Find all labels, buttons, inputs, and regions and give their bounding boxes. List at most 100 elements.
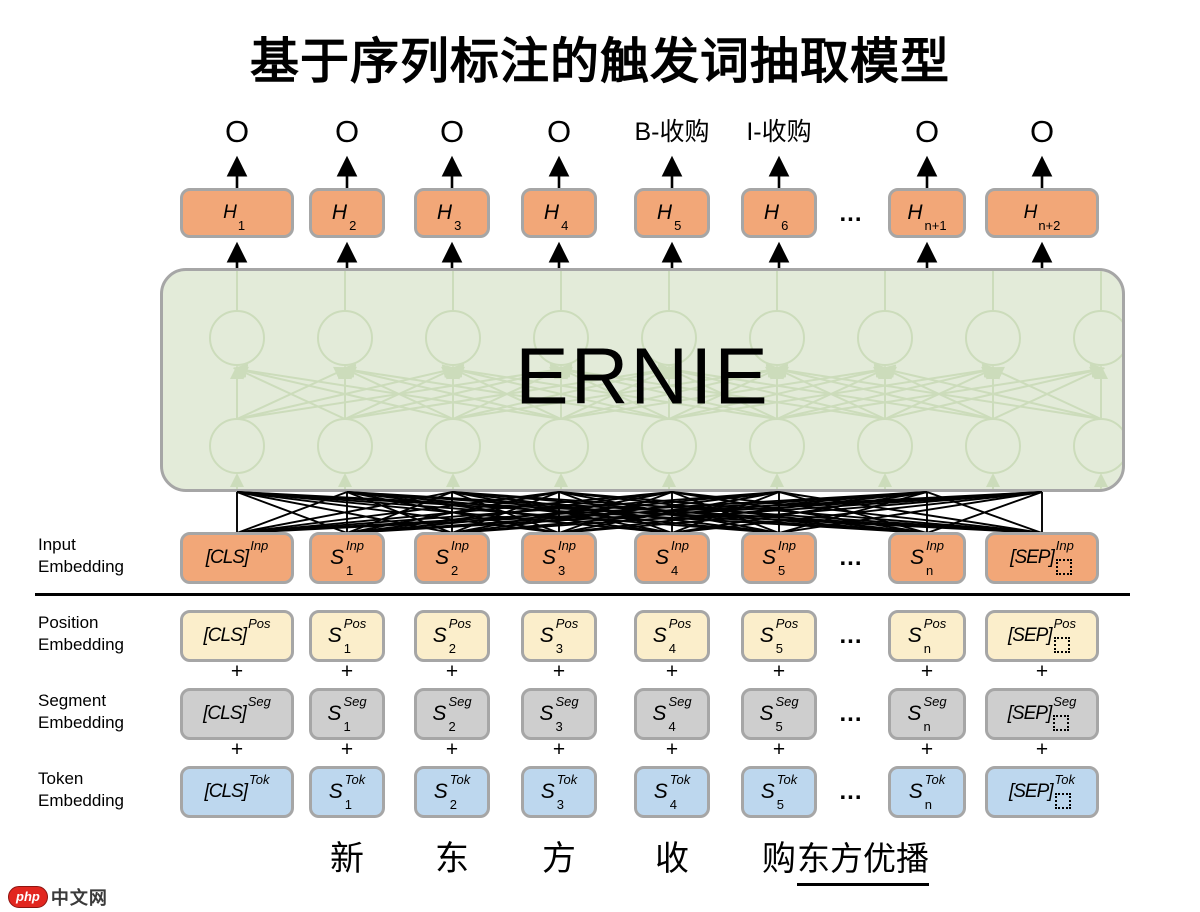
ellipsis: ... — [839, 700, 863, 727]
dotted-square-icon — [1053, 637, 1070, 653]
ernie-encoder-block: ERNIE — [160, 268, 1125, 492]
dotted-square-icon — [1053, 715, 1070, 731]
dotted-square-icon — [1055, 559, 1072, 575]
section-divider — [35, 593, 1130, 596]
position-embedding-cls: [CLS]Pos — [180, 610, 294, 662]
output-label-i-tag: I-收购 — [746, 118, 812, 146]
diagram-title: 基于序列标注的触发词抽取模型 — [249, 35, 950, 89]
sentence-char: 东 — [435, 840, 469, 878]
plus-sign: + — [1035, 660, 1049, 683]
underlined-entity: 东方优播 — [797, 836, 929, 886]
plus-sign: + — [340, 738, 354, 761]
php-logo-badge: php — [8, 886, 48, 908]
plus-sign: + — [552, 738, 566, 761]
plus-sign: + — [552, 660, 566, 683]
output-label: O — [224, 114, 250, 149]
ernie-label: ERNIE — [515, 331, 770, 421]
ellipsis: ... — [839, 544, 863, 571]
ellipsis: ... — [839, 778, 863, 805]
input-connection-lines — [236, 491, 1043, 533]
segment-embedding-sep: [SEP]Seg — [985, 688, 1099, 740]
site-watermark: php 中文网 — [8, 884, 108, 910]
token-embedding-cls: [CLS]Tok — [180, 766, 294, 818]
sentence-char: 新 — [330, 840, 364, 878]
sentence-char: 方 — [542, 840, 576, 878]
ernie-output-arrows — [226, 241, 1053, 268]
plus-sign: + — [1035, 738, 1049, 761]
ellipsis: ... — [839, 622, 863, 649]
plus-sign: + — [340, 660, 354, 683]
sentence-char: 购 — [762, 840, 796, 878]
plus-sign: + — [230, 660, 244, 683]
plus-sign: + — [445, 738, 459, 761]
watermark-text: 中文网 — [50, 888, 108, 908]
output-label: O — [914, 114, 940, 149]
input-sentence-row: 新 东 方 收 购 东方优播 — [0, 836, 1200, 888]
dotted-square-icon — [1054, 793, 1071, 809]
plus-sign: + — [920, 660, 934, 683]
ernie-network-graphic — [209, 271, 1122, 489]
output-label: O — [546, 114, 572, 149]
output-label: O — [439, 114, 465, 149]
plus-sign: + — [665, 660, 679, 683]
plus-sign: + — [772, 738, 786, 761]
output-label: O — [1029, 114, 1055, 149]
plus-sign: + — [445, 660, 459, 683]
position-embedding-sep: [SEP]Pos — [985, 610, 1099, 662]
sentence-char: 收 — [655, 840, 689, 878]
input-embedding-cls: [CLS]Inp — [180, 532, 294, 584]
segment-embedding-cls: [CLS]Seg — [180, 688, 294, 740]
plus-sign: + — [230, 738, 244, 761]
plus-row: + + + + + + + + — [0, 660, 1200, 684]
output-arrows — [226, 155, 1053, 188]
ellipsis: ... — [839, 200, 863, 227]
input-embedding-sep: [SEP]Inp — [985, 532, 1099, 584]
plus-sign: + — [665, 738, 679, 761]
plus-sign: + — [772, 660, 786, 683]
plus-sign: + — [920, 738, 934, 761]
token-embedding-sep: [SEP]Tok — [985, 766, 1099, 818]
output-label-b-tag: B-收购 — [634, 118, 710, 146]
